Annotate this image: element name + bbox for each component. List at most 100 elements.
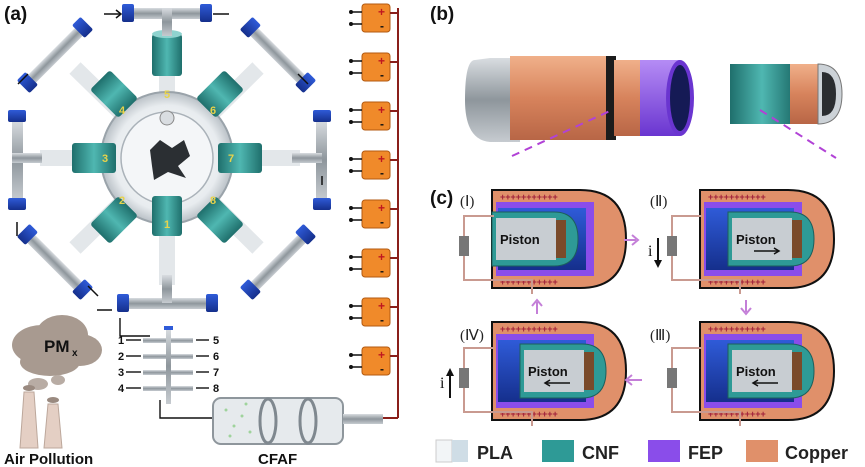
- piston: Piston: [519, 343, 607, 399]
- valve-left: [8, 110, 42, 210]
- capacitor-chain: [383, 8, 399, 419]
- manifold-right-number: 8: [213, 383, 219, 395]
- svg-text:+++++++++++: +++++++++++: [500, 324, 558, 334]
- cylinder-4: [91, 71, 137, 117]
- stage-cell: +++++++++++ +++++++++++ Piston: [667, 321, 836, 426]
- material-legend: PLA CNF FEP Copper: [435, 439, 848, 463]
- manifold-left-number: 3: [118, 367, 124, 379]
- current-indicator: i: [440, 368, 454, 398]
- rotor-number: 7: [228, 153, 234, 165]
- svg-text:+: +: [378, 201, 385, 215]
- flow-arrows: [16, 9, 323, 311]
- cylinder-6: [197, 71, 243, 117]
- external-circuit: [459, 215, 533, 294]
- legend-copper-swatch: [746, 440, 778, 462]
- cfaf-label: CFAF: [258, 451, 297, 467]
- capacitor-unit: +-: [349, 199, 398, 229]
- assembled-cylinder: [465, 56, 694, 142]
- pm-subscript: x: [72, 348, 78, 359]
- piston-part: [730, 63, 843, 125]
- legend-pla: PLA: [477, 443, 513, 463]
- manifold-right-number: 5: [213, 335, 219, 347]
- piston-label: Piston: [500, 232, 540, 247]
- capacitor-unit: +-: [349, 297, 398, 327]
- manifold-right-number: 7: [213, 367, 219, 379]
- svg-text:-: -: [380, 264, 384, 278]
- manifold-right-number: 6: [213, 351, 219, 363]
- legend-fep: FEP: [688, 443, 723, 463]
- cylinder-8: [197, 197, 243, 243]
- stage-4-label: (Ⅳ): [460, 328, 484, 344]
- stage-cell: +++++++++++ +++++++++++ Piston: [459, 189, 628, 294]
- svg-text:+++++++++++: +++++++++++: [708, 409, 766, 419]
- rotor-number: 6: [210, 105, 216, 117]
- legend-cnf: CNF: [582, 443, 619, 463]
- svg-text:+++++++++++: +++++++++++: [500, 192, 558, 202]
- air-pollution-label: Air Pollution: [4, 451, 93, 467]
- capacitor-unit: +-: [349, 52, 398, 82]
- cfaf-filter: [212, 397, 383, 445]
- svg-text:+: +: [378, 299, 385, 313]
- rotor-number: 5: [164, 89, 170, 101]
- svg-text:-: -: [380, 166, 384, 180]
- capacitor-unit: +-: [349, 3, 398, 33]
- capacitor-unit: +-: [349, 346, 398, 376]
- valve-lower-right: [240, 224, 316, 300]
- current-indicator: i: [648, 238, 662, 268]
- stage-3-label: (Ⅲ): [650, 328, 670, 344]
- cylinder-3: [72, 143, 116, 173]
- svg-text:+: +: [378, 250, 385, 264]
- manifold: [119, 318, 215, 419]
- piston-label: Piston: [736, 232, 776, 247]
- svg-text:-: -: [380, 117, 384, 131]
- stage-2-label: (Ⅱ): [650, 194, 667, 210]
- svg-text:-: -: [380, 362, 384, 376]
- rotor-number: 1: [164, 219, 170, 231]
- valve-lower-left: [17, 224, 93, 300]
- valve-right: [292, 110, 331, 210]
- external-circuit: [667, 215, 741, 294]
- pm-label: PM: [44, 337, 70, 356]
- stage-1-label: (Ⅰ): [460, 194, 474, 210]
- svg-text:i: i: [440, 375, 445, 392]
- svg-text:+: +: [378, 54, 385, 68]
- manifold-left-number: 2: [118, 351, 124, 363]
- legend-fep-swatch: [648, 440, 680, 462]
- svg-text:-: -: [380, 313, 384, 327]
- external-circuit: [667, 347, 741, 426]
- piston: Piston: [727, 211, 815, 267]
- legend-copper: Copper: [785, 443, 848, 463]
- svg-text:+: +: [378, 103, 385, 117]
- valve-upper-left: [17, 17, 93, 93]
- svg-text:-: -: [380, 215, 384, 229]
- panel-a-label: (a): [4, 4, 27, 25]
- svg-text:+: +: [378, 5, 385, 19]
- svg-text:+++++++++++: +++++++++++: [708, 324, 766, 334]
- smokestacks: [19, 385, 63, 449]
- cylinder-5: [152, 30, 182, 76]
- capacitor-unit: +-: [349, 150, 398, 180]
- piston: Piston: [727, 343, 815, 399]
- manifold-left-number: 1: [118, 335, 124, 347]
- svg-text:i: i: [648, 243, 653, 260]
- piston: Piston: [491, 211, 579, 267]
- manifold-left-number: 4: [118, 383, 125, 395]
- legend-cnf-swatch: [542, 440, 574, 462]
- cylinder-7: [218, 143, 262, 173]
- stage-arrows: [531, 234, 752, 386]
- cylinder-2: [91, 197, 137, 243]
- valve-top: [122, 4, 212, 36]
- cylinder-1: [152, 196, 182, 236]
- panel-b-label: (b): [430, 4, 454, 25]
- capacitor-unit: +-: [349, 248, 398, 278]
- section-lines: [511, 109, 837, 159]
- rotor-number: 3: [102, 153, 108, 165]
- piston-label: Piston: [736, 364, 776, 379]
- svg-text:+++++++++++: +++++++++++: [500, 277, 558, 287]
- external-circuit: [459, 347, 533, 426]
- piston-label: Piston: [528, 364, 568, 379]
- svg-text:-: -: [380, 68, 384, 82]
